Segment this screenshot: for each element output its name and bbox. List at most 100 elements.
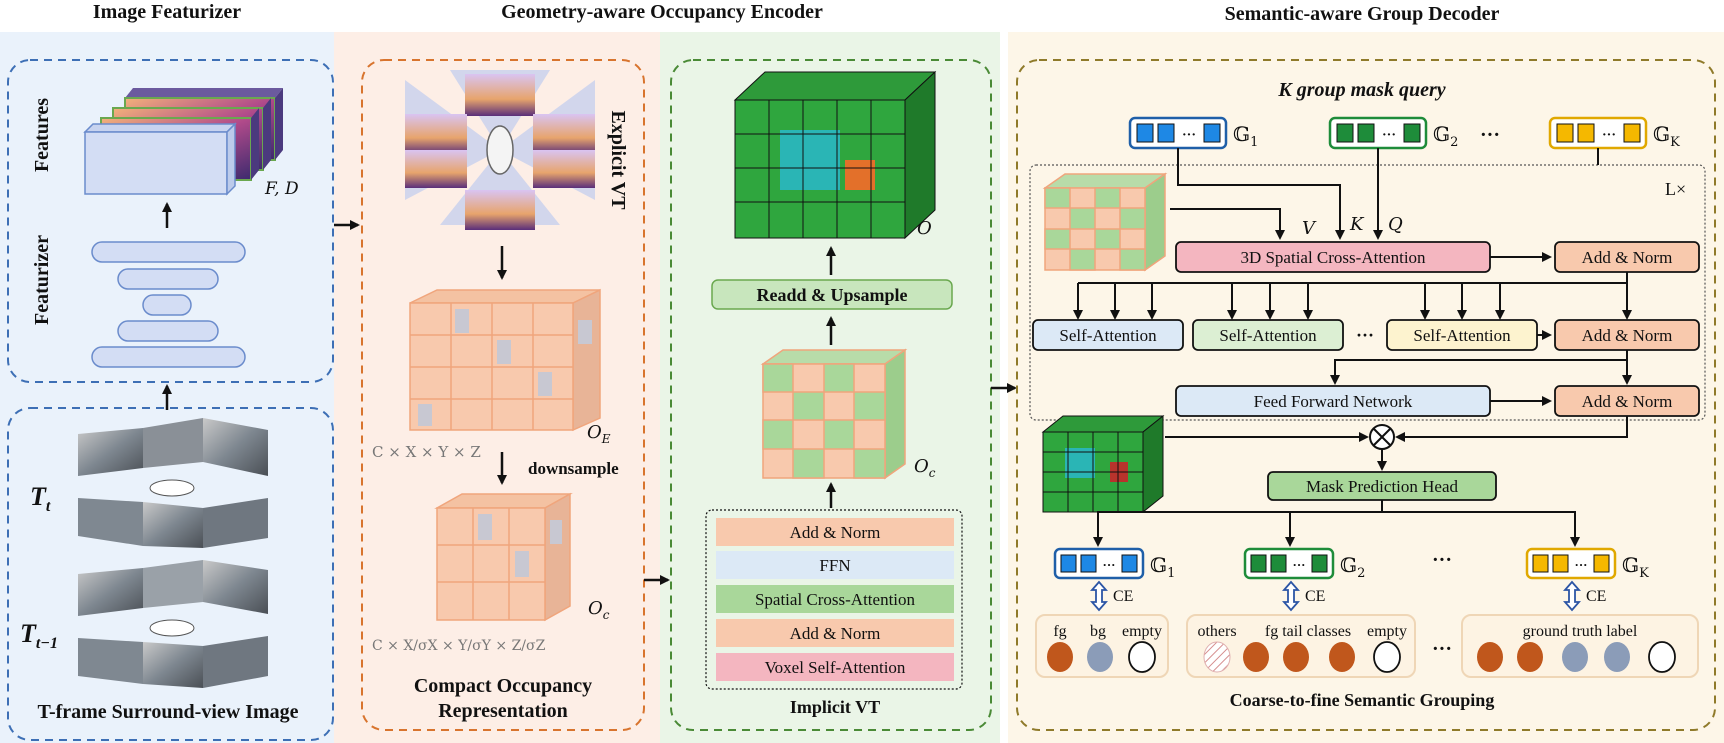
ce-arrows [1090, 580, 1581, 612]
self-attention-1-label: Self-Attention [1059, 326, 1157, 345]
q-label: Q [1388, 214, 1403, 235]
output-group-2 [1243, 547, 1335, 580]
explicit-vt-label: Explicit VT [607, 110, 629, 210]
output-2-ellipsis: ··· [1292, 557, 1305, 572]
dim-full-label: C × X × Y × Z [372, 443, 481, 461]
gt-dot-3 [1562, 642, 1588, 672]
others-dot [1203, 641, 1231, 673]
oc-cube-compact [434, 492, 573, 622]
mask-head-label: Mask Prediction Head [1306, 477, 1459, 496]
query-2-ellipsis: ··· [1382, 128, 1396, 143]
title-group-decoder: Semantic-aware Group Decoder [1225, 3, 1500, 25]
query-title: K group mask query [1277, 79, 1445, 101]
tail-dot-3 [1329, 642, 1355, 672]
surround-caption: T-frame Surround-view Image [37, 701, 298, 723]
mask-output-lines [1093, 500, 1580, 547]
ce-label-1: CE [1113, 588, 1133, 605]
implicit-vt-box [670, 59, 992, 731]
featurizer-box [7, 59, 334, 383]
multiply-node [1369, 424, 1395, 450]
compact-caption-line1: Compact Occupancy [414, 675, 592, 697]
label-group-ellipsis: ··· [1432, 638, 1452, 660]
gk-label: 𝔾K [1653, 122, 1680, 150]
explicit-vt-box [361, 59, 645, 731]
stack-add-norm-2-label: Add & Norm [790, 624, 881, 643]
add-norm-2-label: Add & Norm [1582, 326, 1673, 345]
bg-label: bg [1090, 623, 1106, 640]
empty-label: empty [1122, 623, 1162, 640]
add-norm-3-label: Add & Norm [1582, 392, 1673, 411]
self-attention-fanout [1073, 272, 1632, 320]
self-attention-ellipsis: ··· [1356, 325, 1374, 345]
surround-images-t-1 [78, 560, 268, 688]
decoder-oc-cube [1042, 172, 1168, 272]
features-label: Features [31, 98, 53, 172]
o-label: O [917, 218, 932, 239]
decoder-caption: Coarse-to-fine Semantic Grouping [1230, 690, 1495, 710]
lx-label: L× [1665, 179, 1686, 199]
surround-view-box [7, 407, 334, 741]
gt-dot-4 [1604, 642, 1630, 672]
k-label: K [1349, 214, 1365, 235]
tail-dot-2 [1283, 642, 1309, 672]
title-image-featurizer: Image Featurizer [93, 1, 241, 23]
query-group-2 [1328, 116, 1428, 150]
explicit-vt-projection [405, 70, 595, 230]
stack-ffn-label: FFN [819, 556, 850, 575]
oc-checker-cube [760, 348, 908, 480]
out-g2-label: 𝔾2 [1340, 553, 1365, 581]
featurizer-label: Featurizer [31, 235, 53, 325]
out-g1-label: 𝔾1 [1150, 553, 1175, 581]
output-group-k [1525, 547, 1617, 580]
stack-add-norm-1 [716, 518, 954, 546]
ce-label-2: CE [1305, 588, 1325, 605]
query-k-ellipsis: ··· [1602, 128, 1616, 143]
self-attention-block-2 [1192, 319, 1344, 351]
stack-ffn [716, 551, 954, 579]
query-1-ellipsis: ··· [1182, 128, 1196, 143]
fg-dot [1047, 642, 1073, 672]
stack-voxel-self-attention-label: Voxel Self-Attention [765, 658, 906, 677]
stack-cross-attention-label: Spatial Cross-Attention [755, 590, 916, 609]
decoder-voxel-cube [1041, 414, 1165, 514]
t-label: Tt [30, 482, 51, 515]
others-label: others [1197, 623, 1236, 640]
downsample-label: downsample [528, 459, 619, 478]
self-attention-2-label: Self-Attention [1219, 326, 1317, 345]
fg-tail-label: fg tail classes [1265, 623, 1351, 640]
add-norm-1-label: Add & Norm [1582, 248, 1673, 267]
decoder-box [1016, 59, 1716, 731]
oe-cube [409, 288, 601, 432]
readd-upsample-label: Readd & Upsample [756, 285, 907, 305]
out-gk-label: 𝔾K [1622, 553, 1649, 581]
g1-label: 𝔾1 [1233, 122, 1258, 150]
stack-cross-attention [716, 585, 954, 613]
v-label: V [1302, 218, 1317, 239]
implicit-stack-box [705, 509, 963, 690]
oc2-label: Oc [914, 456, 936, 480]
stack-add-norm-2 [716, 619, 954, 647]
output-group-ellipsis: ··· [1432, 549, 1452, 571]
query-flow-lines [1170, 148, 1599, 240]
mask-flow-lines [1165, 416, 1628, 471]
query-group-k [1548, 116, 1648, 150]
title-occupancy-encoder: Geometry-aware Occupancy Encoder [501, 1, 823, 23]
stack-add-norm-1-label: Add & Norm [790, 523, 881, 542]
query-group-ellipsis: ··· [1480, 124, 1500, 146]
readd-upsample-block [711, 279, 953, 310]
ffn-label: Feed Forward Network [1254, 392, 1413, 411]
fg-label: fg [1053, 623, 1066, 640]
empty-label-2: empty [1367, 623, 1407, 640]
surround-images-t [78, 418, 268, 548]
gt-dot-1 [1477, 642, 1503, 672]
t-1-label: Tt−1 [20, 619, 58, 652]
decoder-layer-box [1029, 164, 1706, 421]
ground-truth-label: ground truth label [1523, 623, 1638, 640]
bg-dot [1087, 642, 1113, 672]
gt-dot-5 [1648, 641, 1676, 673]
tail-dot-1 [1243, 642, 1269, 672]
ffn-flow-lines [1330, 350, 1632, 385]
ce-label-k: CE [1586, 588, 1606, 605]
output-group-1 [1053, 547, 1145, 580]
